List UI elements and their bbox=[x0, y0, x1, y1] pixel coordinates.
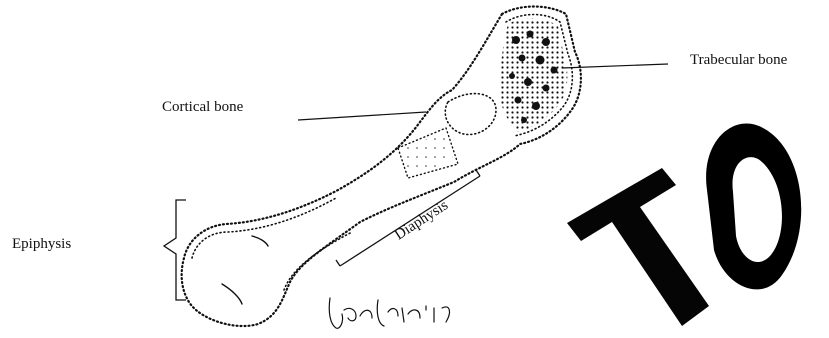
epiphysis-label: Epiphysis bbox=[12, 236, 71, 253]
cortical-leader-line bbox=[298, 112, 426, 120]
trabecular-bone-label: Trabecular bone bbox=[690, 52, 787, 69]
cortical-bone-label: Cortical bone bbox=[162, 99, 243, 116]
watermark-graphic bbox=[567, 123, 801, 326]
signature-graphic bbox=[329, 298, 449, 328]
trabecular-leader-line bbox=[562, 64, 668, 68]
